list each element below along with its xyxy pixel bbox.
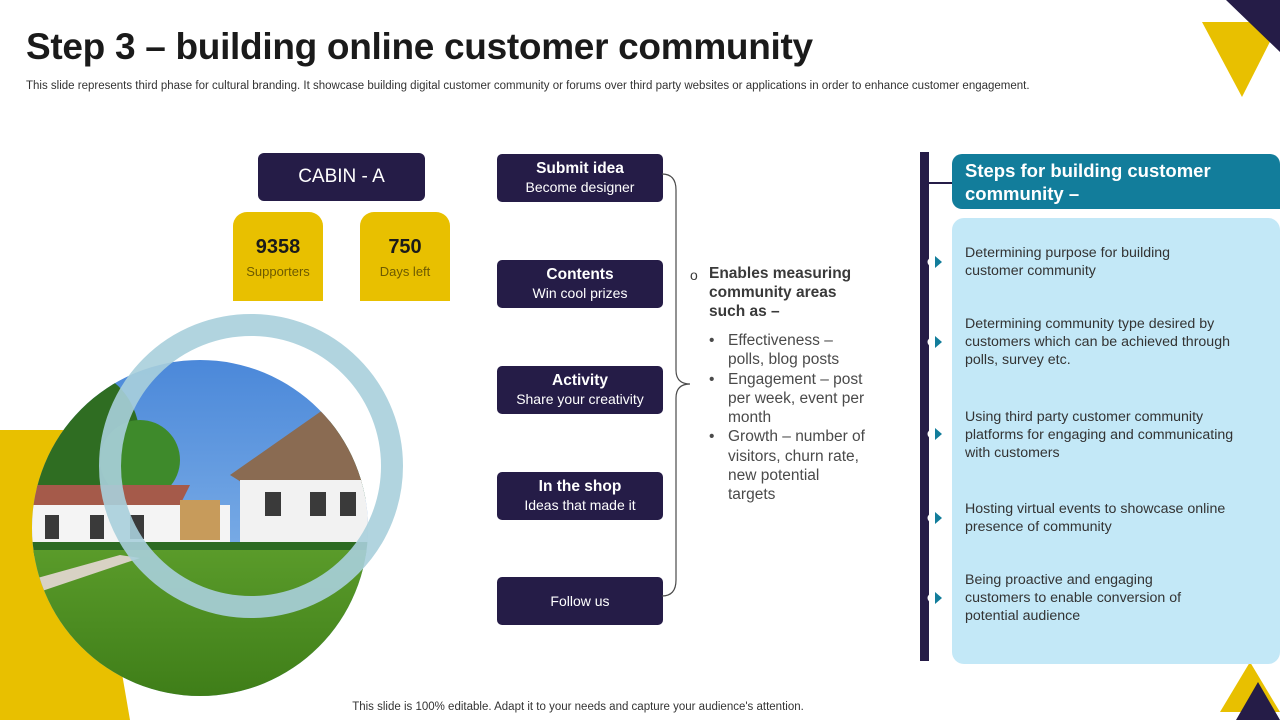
stat-value: 9358 xyxy=(255,236,301,258)
step-item: Hosting virtual events to showcase onlin… xyxy=(965,501,1226,535)
corner-triangles-decoration xyxy=(1202,0,1280,97)
menu-item-follow-us[interactable]: Follow us xyxy=(497,577,663,625)
stat-value: 750 xyxy=(388,236,422,258)
menu-item-subtitle: Ideas that made it xyxy=(524,497,636,513)
cabin-label: CABIN - A xyxy=(258,153,425,201)
list-item: •Growth – number of visitors, churn rate… xyxy=(690,427,870,504)
stat-days-left: 750 Days left xyxy=(360,212,450,301)
footer-note: This slide is 100% editable. Adapt it to… xyxy=(352,701,804,713)
menu-item-in-the-shop[interactable]: In the shop Ideas that made it xyxy=(497,472,663,520)
list-item: •Engagement – post per week, event per m… xyxy=(690,370,870,428)
chevron-right-icon xyxy=(927,256,942,268)
menu-item-title: Submit idea xyxy=(536,160,624,177)
menu-item-submit-idea[interactable]: Submit idea Become designer xyxy=(497,154,663,202)
menu-item-title: Contents xyxy=(546,266,614,283)
chevron-right-icon xyxy=(927,592,942,604)
list-item-text: Engagement – post per week, event per mo… xyxy=(728,370,865,427)
menu-item-subtitle: Share your creativity xyxy=(516,391,644,407)
measure-heading: Enables measuring community areas such a… xyxy=(709,265,852,320)
circle-bullet-icon: o xyxy=(690,267,698,283)
step-item: Being proactive and engaging customers t… xyxy=(965,572,1182,624)
menu-item-subtitle: Become designer xyxy=(525,179,635,195)
list-item-text: Effectiveness – polls, blog posts xyxy=(728,332,840,369)
list-item: •Effectiveness – polls, blog posts xyxy=(690,331,870,370)
bottom-triangles-decoration xyxy=(1220,662,1280,720)
menu-item-subtitle: Follow us xyxy=(550,592,610,609)
steps-timeline-bar xyxy=(920,152,929,661)
steps-panel xyxy=(952,218,1280,664)
page-subtitle: This slide represents third phase for cu… xyxy=(26,80,1030,92)
list-item-text: Growth – number of visitors, churn rate,… xyxy=(728,428,865,504)
menu-item-title: In the shop xyxy=(538,478,622,495)
ring-decoration xyxy=(99,314,403,618)
chevron-right-icon xyxy=(927,336,942,348)
chevron-right-icon xyxy=(927,512,942,524)
stat-label: Supporters xyxy=(246,264,310,279)
menu-item-subtitle: Win cool prizes xyxy=(532,285,628,301)
step-item: Using third party customer community pla… xyxy=(965,409,1234,461)
step-item: Determining purpose for building custome… xyxy=(965,245,1171,279)
brace-connector xyxy=(661,173,691,597)
step-item: Determining community type desired by cu… xyxy=(965,316,1230,368)
menu-item-contents[interactable]: Contents Win cool prizes xyxy=(497,260,663,308)
menu-item-activity[interactable]: Activity Share your creativity xyxy=(497,366,663,414)
chevron-right-icon xyxy=(927,428,942,440)
steps-heading: Steps for building customer community – xyxy=(952,154,1280,209)
page-title: Step 3 – building online customer commun… xyxy=(26,26,813,67)
menu-item-title: Activity xyxy=(552,372,608,389)
timeline-connector xyxy=(929,182,953,184)
measure-list: •Effectiveness – polls, blog posts •Enga… xyxy=(690,331,870,505)
stat-supporters: 9358 Supporters xyxy=(233,212,323,301)
stat-label: Days left xyxy=(379,264,431,279)
measure-block: o Enables measuring community areas such… xyxy=(690,264,870,505)
